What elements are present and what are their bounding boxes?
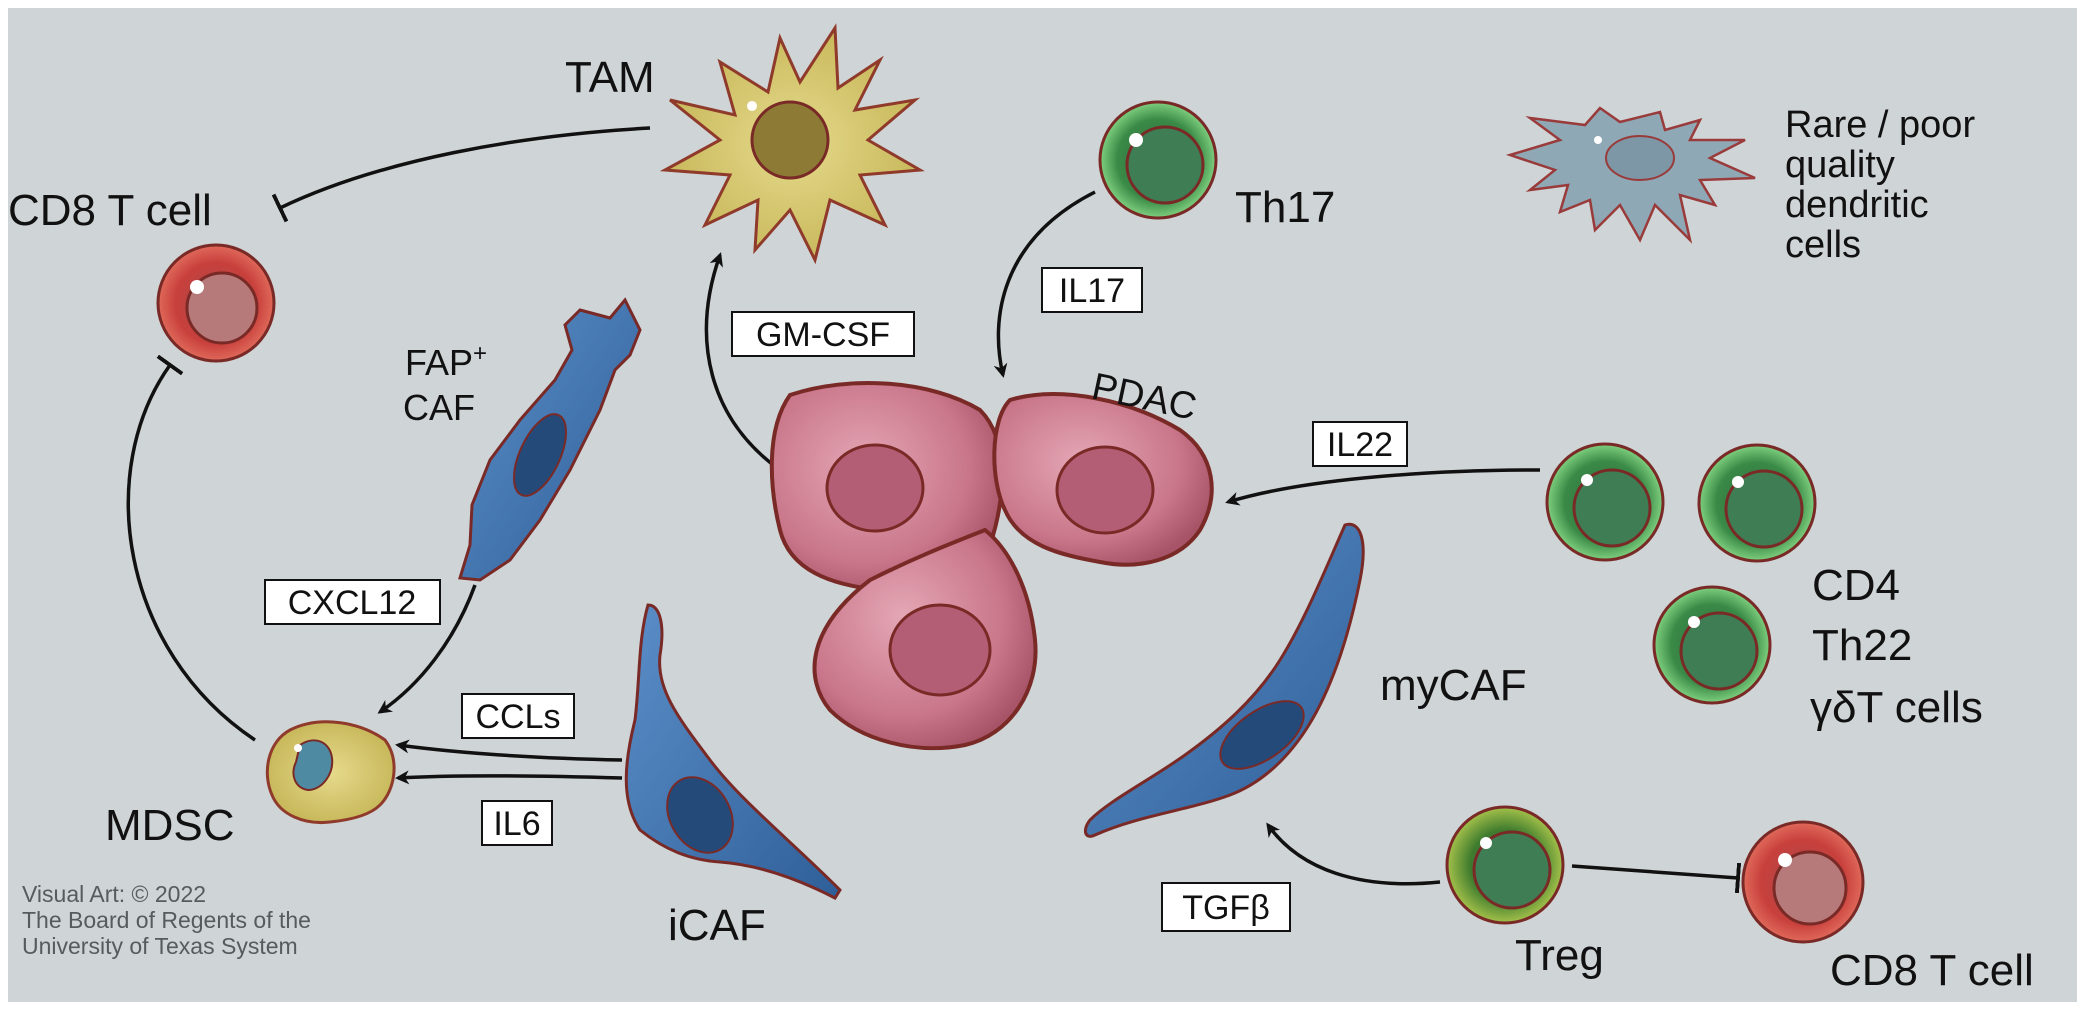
treg-highlight — [1480, 837, 1492, 849]
label-tam: TAM — [565, 53, 655, 102]
pdac-to-tam-arrow — [704, 252, 782, 472]
th17-to-pdac-arrow — [993, 190, 1096, 378]
tam-nucleus — [750, 100, 830, 180]
mdsc-nucleus — [292, 739, 334, 792]
label-cd8-bottom: CD8 T cell — [1830, 946, 2034, 995]
signal-box-gm-csf-frame — [731, 311, 915, 357]
cd8-top-highlight — [190, 280, 204, 294]
cd4-cell-2 — [1697, 443, 1817, 563]
signal-il17-text: IL17 — [1059, 272, 1125, 310]
cd8-bottom-nucleus — [1772, 850, 1848, 926]
cd4-to-pdac-arrow — [1225, 468, 1541, 506]
icaf-nucleus — [666, 776, 734, 854]
signal-gm-csf-text: GM-CSF — [756, 316, 890, 354]
signal-box-il6-frame — [481, 800, 553, 846]
tam-cell — [659, 23, 925, 265]
treg-cell — [1445, 805, 1565, 925]
dendritic-highlight — [1594, 136, 1602, 144]
cd4-cell-1 — [1545, 442, 1665, 562]
label-gdt: γδT cells — [1810, 683, 1983, 732]
mycaf-body — [1083, 522, 1365, 838]
cd4-cell-1-nucleus — [1572, 468, 1652, 548]
label-rare-dc-line3: dendritic — [1785, 184, 1929, 226]
signal-cxcl12-text: CXCL12 — [288, 584, 417, 622]
tam-inhibits-cd8-line — [271, 126, 651, 223]
credit-line-1: Visual Art: © 2022 — [22, 881, 206, 907]
tam-highlight — [747, 101, 757, 111]
icaf-to-mdsc-arrow-il6 — [395, 770, 623, 785]
pdac-nucleus-left — [825, 443, 925, 533]
signal-il22-text: IL22 — [1327, 426, 1393, 464]
cd8-top-nucleus — [185, 271, 259, 345]
th17-cell — [1098, 100, 1218, 220]
fap-caf-nucleus — [513, 413, 567, 497]
label-fap-caf-line2: CAF — [403, 387, 475, 428]
label-th22: Th22 — [1812, 621, 1912, 670]
cd4-cell-3-highlight — [1688, 616, 1700, 628]
pdac-nucleus-bottom — [888, 603, 992, 697]
cd4-cell-2-highlight — [1732, 476, 1744, 488]
dendritic-nucleus — [1605, 135, 1675, 181]
icaf-cell — [624, 603, 842, 900]
mdsc-highlight — [294, 744, 302, 752]
label-mycaf: myCAF — [1380, 661, 1527, 710]
dendritic-cell — [1505, 106, 1756, 244]
cd4-cell-2-nucleus — [1724, 469, 1804, 549]
signal-box-il17: IL17 — [1041, 267, 1143, 313]
signal-tgfb-text: TGFβ — [1182, 889, 1270, 927]
label-mdsc: MDSC — [105, 801, 235, 850]
mdsc-cell — [265, 720, 396, 825]
label-rare-dc-line1: Rare / poor — [1785, 104, 1975, 146]
signal-box-il6: IL6 — [481, 800, 553, 846]
cd8-bottom-highlight — [1778, 853, 1792, 867]
label-rare-dc-line2: quality — [1785, 144, 1895, 186]
label-th17: Th17 — [1235, 183, 1335, 232]
fapcaf-to-mdsc-arrow — [377, 584, 477, 714]
signal-box-cxcl12: CXCL12 — [264, 579, 441, 625]
signal-box-tgfb: TGFβ — [1161, 882, 1291, 932]
signal-box-tgfb-frame — [1161, 882, 1291, 932]
treg-to-mycaf-arrow — [1266, 822, 1441, 886]
mycaf-nucleus — [1219, 700, 1305, 770]
signal-box-il22: IL22 — [1312, 421, 1408, 467]
th17-highlight — [1129, 133, 1143, 147]
label-cd8-top: CD8 T cell — [8, 186, 212, 235]
treg-inhibits-cd8-line — [1571, 862, 1742, 894]
credit-line-2: The Board of Regents of the — [22, 907, 311, 933]
cd4-cell-1-highlight — [1581, 474, 1593, 486]
signal-box-il22-frame — [1312, 421, 1408, 467]
label-fap-caf-line1: FAP+ — [405, 340, 487, 383]
th17-nucleus — [1125, 125, 1205, 205]
icaf-to-mdsc-arrow-ccls — [395, 739, 623, 762]
label-icaf: iCAF — [668, 901, 766, 950]
fap-caf-cell — [458, 297, 642, 582]
cd4-cell-3-nucleus — [1679, 611, 1759, 691]
signal-il6-text: IL6 — [493, 805, 540, 843]
mdsc-inhibits-cd8-line — [126, 354, 256, 742]
pdac-nucleus-right — [1055, 445, 1155, 535]
cd4-cell-3 — [1652, 585, 1772, 705]
signal-box-ccls-frame — [461, 693, 575, 739]
signal-box-il17-frame — [1041, 267, 1143, 313]
signal-box-gm-csf: GM-CSF — [731, 311, 915, 357]
cd8-tcell-top — [156, 243, 276, 363]
signal-ccls-text: CCLs — [475, 698, 560, 736]
cd8-tcell-bottom — [1741, 820, 1865, 944]
label-rare-dc-line4: cells — [1785, 224, 1861, 266]
credit-line-3: University of Texas System — [22, 933, 298, 959]
signal-box-cxcl12-frame — [264, 579, 441, 625]
treg-nucleus — [1472, 830, 1552, 910]
pdac-cluster — [769, 381, 1214, 751]
label-treg: Treg — [1515, 931, 1604, 980]
signal-box-ccls: CCLs — [461, 693, 575, 739]
mycaf-cell — [1083, 522, 1365, 838]
label-cd4: CD4 — [1812, 561, 1900, 610]
